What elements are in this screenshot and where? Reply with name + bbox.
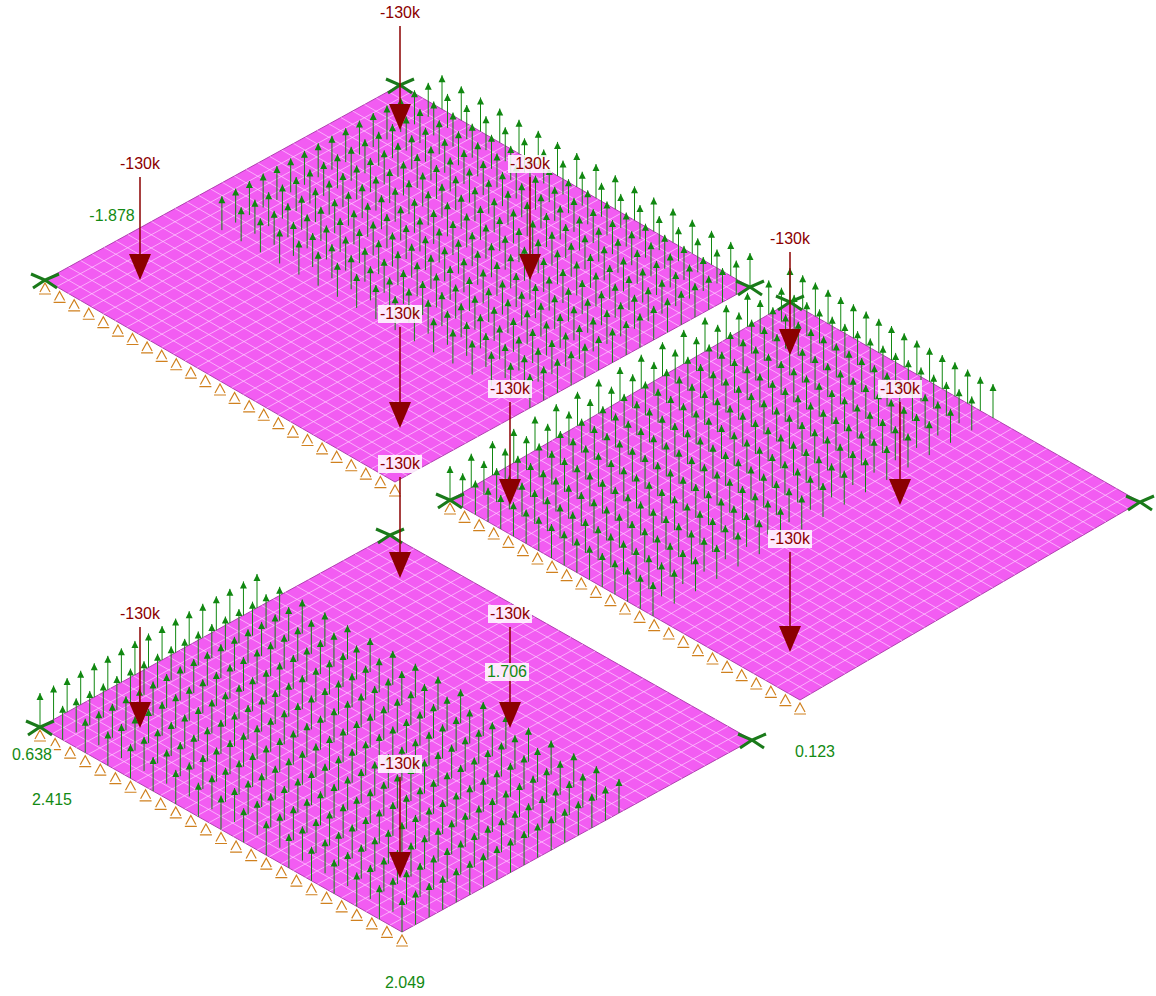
reaction-heads <box>218 75 753 381</box>
load-arrow-head <box>389 552 411 578</box>
load-value: -130k <box>378 755 422 773</box>
load-arrow <box>789 552 791 630</box>
load-arrow-head <box>889 479 911 505</box>
reaction-value: 2.415 <box>30 791 74 809</box>
load-value: -130k <box>508 155 552 173</box>
reaction-arrows <box>40 574 619 932</box>
corner-support <box>31 274 59 288</box>
load-value: -130k <box>768 530 812 548</box>
load-arrow-head <box>129 254 151 280</box>
load-value: -130k <box>768 230 812 248</box>
load-arrow <box>399 477 401 556</box>
load-arrow-head <box>389 852 411 878</box>
load-arrow <box>399 777 401 856</box>
load-arrow-head <box>519 254 541 280</box>
load-arrow-head <box>129 702 151 728</box>
load-arrow <box>529 177 531 258</box>
reaction-heads <box>37 574 623 905</box>
reaction-heads <box>447 268 997 589</box>
load-value: -130k <box>378 4 422 22</box>
load-arrow <box>399 327 401 406</box>
reaction-arrows <box>450 268 993 616</box>
load-value: -130k <box>118 605 162 623</box>
load-arrow <box>509 402 511 483</box>
load-value: -130k <box>488 605 532 623</box>
reaction-value: 2.049 <box>383 974 427 992</box>
load-arrow-head <box>779 626 801 652</box>
corner-support <box>1126 496 1154 510</box>
load-arrow-head <box>389 402 411 428</box>
mesh-lines <box>52 541 741 925</box>
load-value: -130k <box>118 155 162 173</box>
load-value: -130k <box>378 455 422 473</box>
load-arrow <box>139 627 141 706</box>
load-value: -130k <box>378 305 422 323</box>
load-arrow-head <box>779 329 801 355</box>
load-value: -130k <box>878 380 922 398</box>
load-arrow-head <box>499 479 521 505</box>
reaction-value: 0.123 <box>793 743 837 761</box>
load-arrow <box>139 177 141 258</box>
load-arrow <box>789 252 791 333</box>
reaction-value: 1.706 <box>485 663 529 681</box>
load-arrow <box>399 26 401 108</box>
load-arrow <box>899 402 901 483</box>
slab-plate <box>40 535 752 932</box>
reaction-value: -1.878 <box>87 207 136 225</box>
reaction-value: 0.638 <box>10 746 54 764</box>
corner-support <box>738 734 766 748</box>
reaction-arrows <box>222 75 750 408</box>
load-arrow-head <box>499 702 521 728</box>
load-arrow-head <box>389 104 411 130</box>
load-value: -130k <box>488 380 532 398</box>
